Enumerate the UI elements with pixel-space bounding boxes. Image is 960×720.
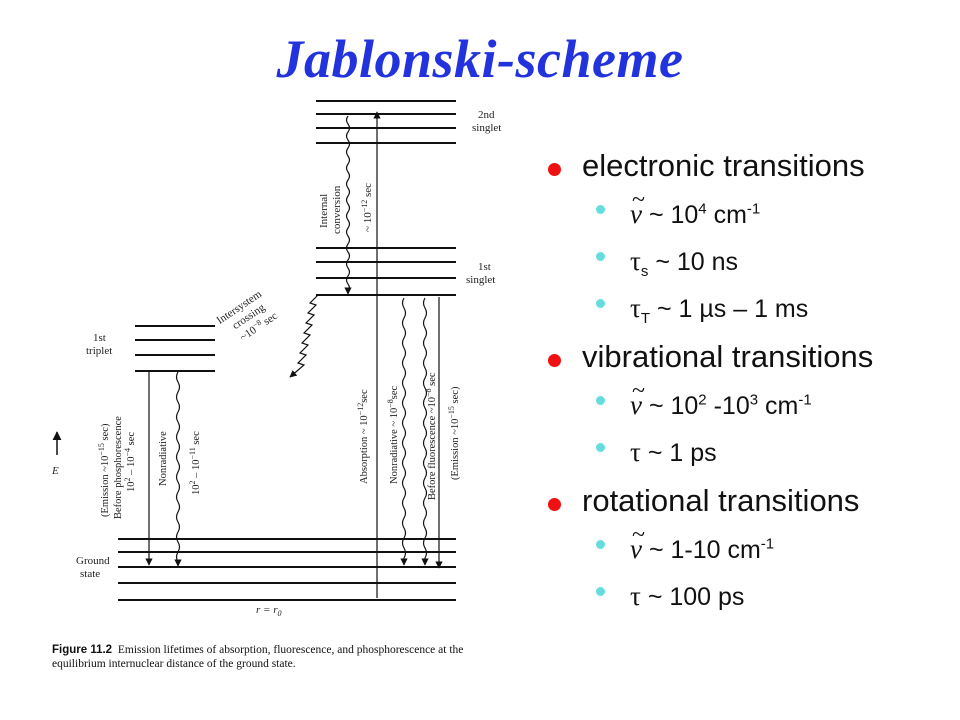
svg-text:Before fluorescence ~10−8 sec: Before fluorescence ~10−8 sec: [424, 372, 438, 500]
intersystem-crossing-label: Intersystem crossing ~10−8 sec: [215, 288, 280, 344]
svg-text:~ 10−12 sec: ~ 10−12 sec: [360, 183, 374, 232]
first-triplet-label-1: 1st: [93, 332, 106, 344]
svg-text:(Emission ~10−15 sec): (Emission ~10−15 sec): [447, 386, 461, 480]
tau-symbol: τ: [630, 246, 641, 276]
transition-bullet-list: electronic transitions ~ν ~ 104 cm-1 τs …: [540, 146, 950, 625]
svg-text:Nonradiative ~ 10−8sec: Nonradiative ~ 10−8sec: [386, 385, 400, 484]
nonradiative-triplet-arrow: [174, 371, 182, 567]
cyan-bullet-icon: [596, 443, 605, 452]
topic-label: vibrational transitions: [582, 339, 874, 374]
red-bullet-icon: [548, 498, 561, 511]
sub-bullet-electronic-tau-t: τT ~ 1 µs – 1 ms: [540, 290, 950, 337]
first-singlet-label-1: 1st: [478, 261, 491, 273]
figure-caption-text: Emission lifetimes of absorption, fluore…: [52, 644, 464, 670]
sub-bullet-rotational-wavenumber: ~ν ~ 1-10 cm-1: [540, 522, 950, 578]
bottom-axis-label: r = r0: [256, 604, 281, 618]
nu-tilde-symbol: ~ν: [630, 522, 645, 564]
sub-bullet-electronic-tau-s: τs ~ 10 ns: [540, 243, 950, 290]
svg-text:Before phosphorescence: Before phosphorescence: [113, 416, 124, 519]
nonradiative-triplet-labels: Nonradiative 102 – 10−11 sec: [158, 431, 202, 495]
svg-text:conversion: conversion: [331, 185, 343, 234]
phosphorescence-labels: (Emission ~10−15 sec) Before phosphoresc…: [97, 416, 137, 519]
svg-text:Absorption ~ 10−12sec: Absorption ~ 10−12sec: [356, 389, 370, 484]
absorption-label: Absorption ~ 10−12sec: [356, 389, 370, 484]
tau-symbol: τ: [630, 581, 641, 611]
cyan-bullet-icon: [596, 252, 605, 261]
internal-conversion-arrow: [344, 115, 352, 295]
second-singlet-label-2: singlet: [472, 122, 501, 134]
fluorescence-labels: Before fluorescence ~10−8 sec (Emission …: [424, 372, 461, 500]
cyan-bullet-icon: [596, 540, 605, 549]
first-singlet-label-2: singlet: [466, 274, 495, 286]
cyan-bullet-icon: [596, 396, 605, 405]
red-bullet-icon: [548, 163, 561, 176]
intersystem-crossing-arrow: [289, 294, 319, 378]
slide-title: Jablonski-scheme: [276, 29, 684, 89]
bullet-electronic-transitions: electronic transitions: [540, 146, 950, 196]
svg-text:(Emission ~10−15 sec): (Emission ~10−15 sec): [97, 423, 111, 517]
topic-label: electronic transitions: [582, 148, 865, 183]
cyan-bullet-icon: [596, 205, 605, 214]
nu-tilde-symbol: ~ν: [630, 187, 645, 229]
first-triplet-levels: [135, 325, 215, 372]
ground-state-levels: [118, 538, 456, 601]
figure-caption: Figure 11.2 Emission lifetimes of absorp…: [52, 643, 512, 671]
svg-text:102 – 10−4 sec: 102 – 10−4 sec: [123, 432, 137, 492]
first-singlet-levels: [316, 247, 456, 296]
cyan-bullet-icon: [596, 299, 605, 308]
svg-text:Nonradiative: Nonradiative: [158, 431, 169, 486]
ground-state-label-2: state: [80, 568, 100, 580]
nonradiative-singlet-label: Nonradiative ~ 10−8sec: [386, 385, 400, 484]
sub-bullet-vibrational-wavenumber: ~ν ~ 102 -103 cm-1: [540, 378, 950, 434]
nonradiative-singlet-arrow: [400, 297, 408, 566]
bullet-vibrational-transitions: vibrational transitions: [540, 337, 950, 387]
bullet-rotational-transitions: rotational transitions: [540, 481, 950, 531]
tau-symbol: τ: [630, 437, 641, 467]
tau-symbol: τ: [630, 293, 641, 323]
red-bullet-icon: [548, 354, 561, 367]
svg-text:102 – 10−11 sec: 102 – 10−11 sec: [188, 431, 202, 495]
sub-bullet-vibrational-tau: τ ~ 1 ps: [540, 434, 950, 481]
cyan-bullet-icon: [596, 587, 605, 596]
second-singlet-levels: [316, 100, 456, 144]
second-singlet-label-1: 2nd: [478, 109, 495, 121]
before-fluorescence-arrow: [421, 297, 429, 566]
internal-conversion-label: Internal conversion ~ 10−12 sec: [318, 183, 374, 234]
nu-tilde-symbol: ~ν: [630, 378, 645, 420]
ground-state-label-1: Ground: [76, 555, 110, 567]
svg-text:Internal: Internal: [318, 194, 330, 228]
figure-caption-label: Figure 11.2: [52, 644, 113, 656]
first-triplet-label-2: triplet: [86, 345, 112, 357]
sub-bullet-rotational-tau: τ ~ 100 ps: [540, 578, 950, 625]
sub-bullet-electronic-wavenumber: ~ν ~ 104 cm-1: [540, 187, 950, 243]
energy-axis-label: E: [51, 465, 59, 477]
topic-label: rotational transitions: [582, 483, 860, 518]
